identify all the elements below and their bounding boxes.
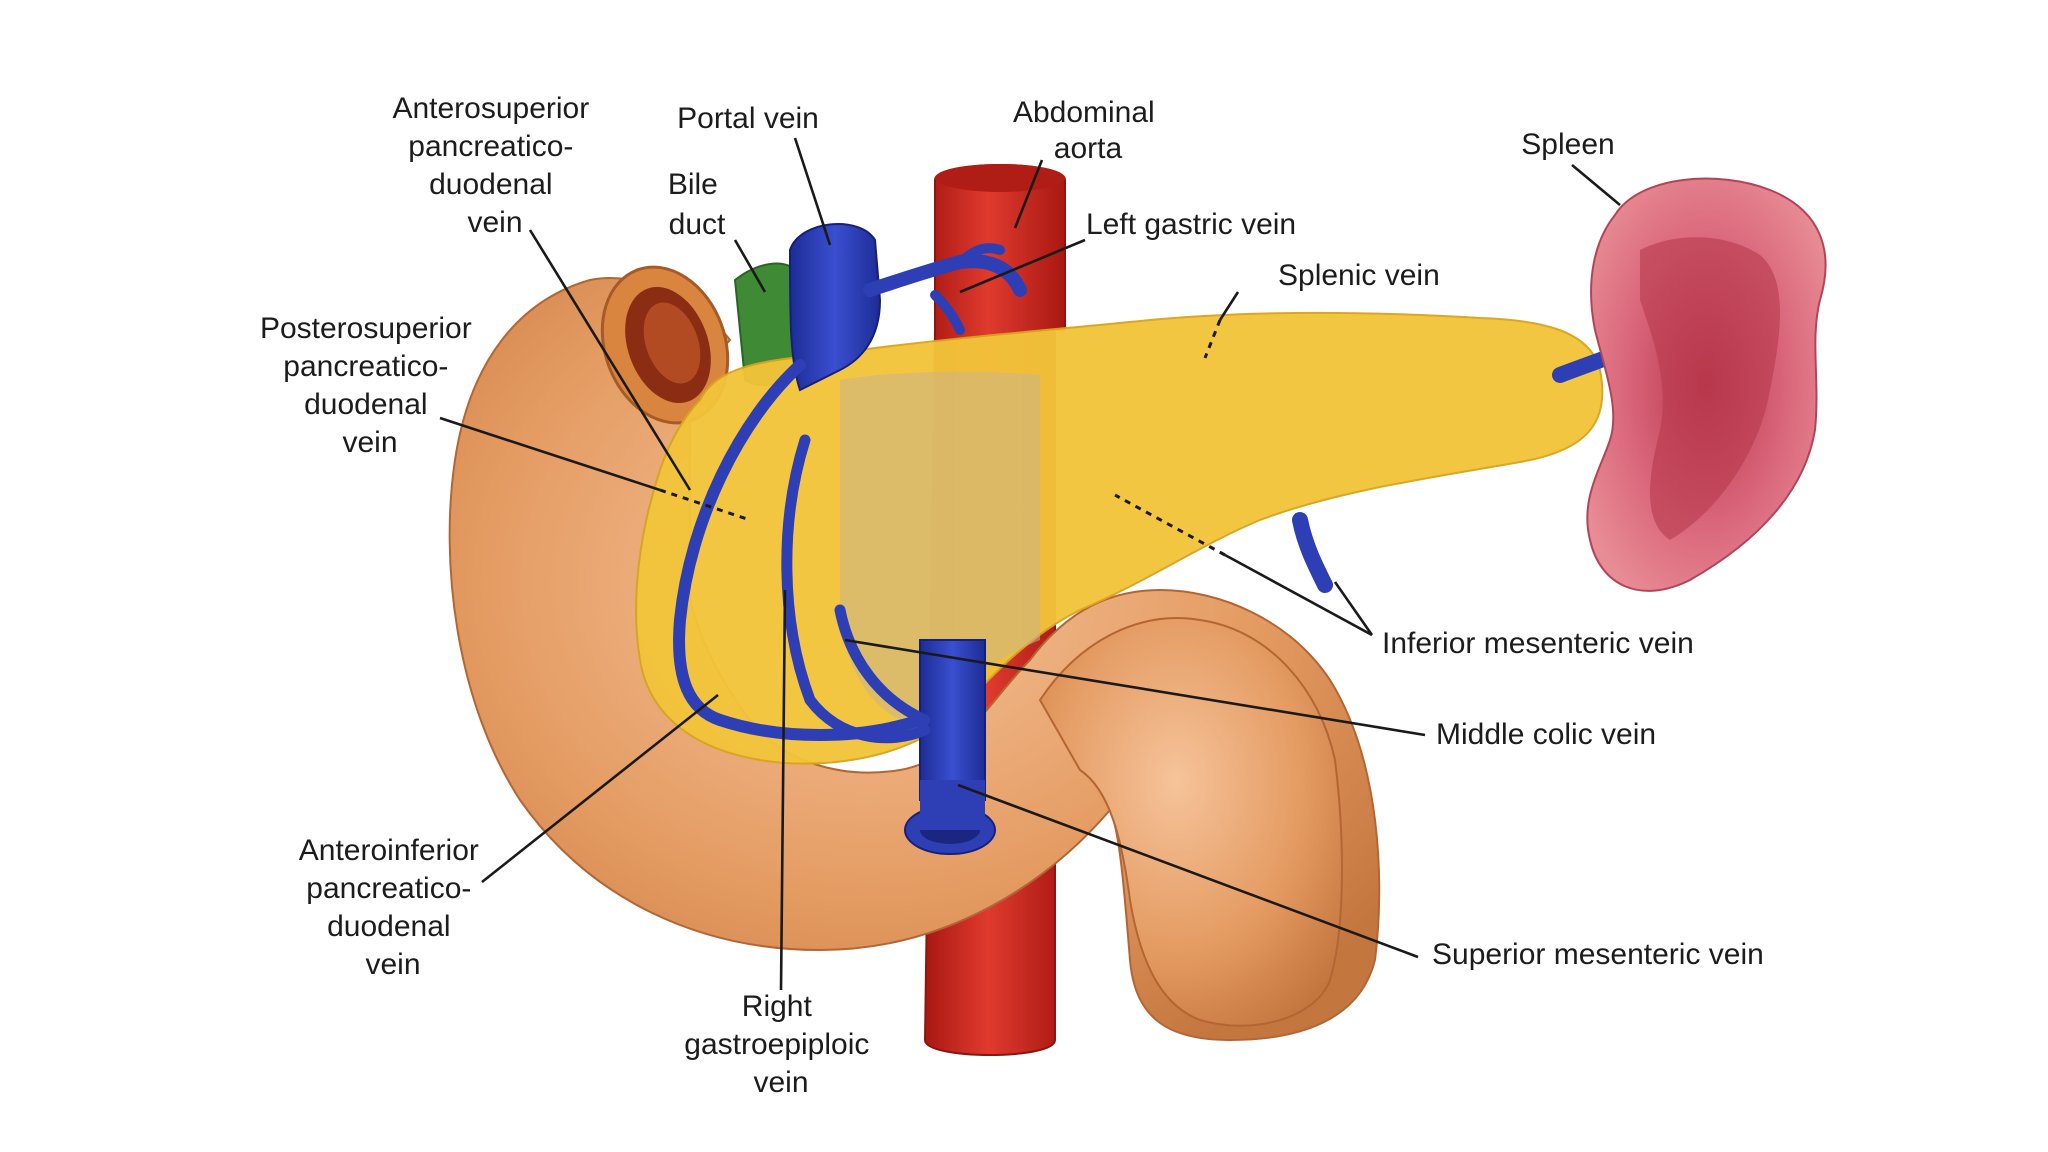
leader-inferior-mesenteric-a [1224, 553, 1373, 637]
label-posterosuperior-pancreaticoduodenal-vein: Posterosuperior pancreatico- duodenal ve… [260, 312, 480, 459]
leader-spleen [1571, 164, 1621, 206]
spleen-organ [1586, 177, 1827, 592]
labels: Anterosuperior pancreatico- duodenal vei… [260, 92, 1764, 1099]
leader-inferior-mesenteric-b [1333, 581, 1374, 636]
leader-inferior-mesenteric-dash [1114, 493, 1226, 557]
leader-posterosuperior-dash [659, 488, 751, 522]
label-inferior-mesenteric-vein: Inferior mesenteric vein [1382, 627, 1694, 660]
pancreas [635, 312, 1604, 765]
label-bile-duct: Bile duct [668, 168, 726, 241]
leader-posterosuperior [439, 416, 661, 492]
right-gastroepiploic-vessel [781, 434, 931, 744]
venous-system [673, 223, 1685, 855]
anterosuperior-pancreaticoduodenal-vessel [673, 359, 806, 726]
label-portal-vein: Portal vein [677, 102, 819, 135]
leader-anterosuperior [528, 229, 692, 491]
leader-right-gastroepiploic [779, 589, 787, 991]
label-middle-colic-vein: Middle colic vein [1436, 718, 1656, 751]
label-left-gastric-vein: Left gastric vein [1086, 208, 1296, 241]
leader-lines [439, 137, 1621, 991]
label-superior-mesenteric-vein: Superior mesenteric vein [1432, 938, 1764, 971]
leader-abdominal-aorta [1013, 159, 1044, 229]
leader-bile-duct [733, 239, 767, 293]
label-abdominal-aorta: Abdominal aorta [1013, 96, 1163, 165]
leader-anteroinferior [481, 693, 719, 884]
leader-portal-vein [793, 137, 832, 246]
label-anteroinferior-pancreaticoduodenal-vein: Anteroinferior pancreatico- duodenal vei… [299, 834, 487, 981]
inferior-mesenteric-vein-vessel [1292, 512, 1333, 593]
label-splenic-vein: Splenic vein [1278, 259, 1440, 292]
label-spleen: Spleen [1521, 128, 1614, 161]
label-anterosuperior-pancreaticoduodenal-vein: Anterosuperior pancreatico- duodenal vei… [392, 92, 597, 239]
leader-left-gastric-vein [959, 238, 1086, 294]
anteroinferior-pancreaticoduodenal-vessel [714, 714, 926, 741]
portal-vein [788, 223, 882, 392]
label-right-gastroepiploic-vein: Right gastroepiploic vein [684, 990, 877, 1099]
middle-colic-vessel [834, 604, 931, 726]
leader-middle-colic-vein [844, 638, 1426, 737]
leader-splenic-vein [1218, 291, 1240, 321]
leader-superior-mesenteric-vein [957, 783, 1419, 959]
